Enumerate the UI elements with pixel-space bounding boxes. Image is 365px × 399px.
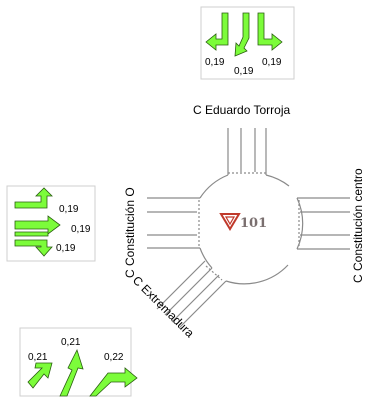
node-number: 101 [240,216,267,231]
flow-value-west-left: 0,19 [59,204,79,215]
turn-right-arrow-icon [89,367,138,397]
street-label-west: C Constitución O [123,187,137,278]
flow-value-west-straight: 0,19 [71,224,91,235]
flow-value-southwest-straight: 0,21 [61,337,81,348]
straight-arrow-icon [59,348,84,397]
flow-value-north-straight: 0,19 [234,66,254,77]
approach-panel-southwest: 0,21 0,21 0,22 [19,327,138,397]
yield-triangle-icon [219,213,241,231]
yield-triangle-inner-icon [224,216,236,226]
straight-down-arrow-icon [234,12,250,57]
flow-value-southwest-right: 0,22 [104,352,124,363]
panel-frame [19,327,132,397]
north-road [227,128,267,175]
roundabout-ring [199,174,304,285]
turn-left-arrow-icon [205,12,229,51]
approach-panel-north: 0,19 0,19 0,19 [200,6,295,80]
street-label-east: C Constitución centro [351,168,365,283]
flow-value-north-right: 0,19 [262,57,282,68]
turn-left-arrow-icon [14,187,53,209]
turn-left-arrow-icon [27,362,53,389]
flow-value-north-left: 0,19 [205,57,225,68]
west-road [147,197,200,249]
flow-value-west-right: 0,19 [56,243,76,254]
straight-right-arrow-icon [14,215,61,237]
approach-panel-west: 0,19 0,19 0,19 [6,185,96,262]
east-road [297,197,350,250]
node-marker: 101 [219,213,267,231]
road-network [147,128,350,328]
turn-right-arrow-icon [14,239,53,257]
street-label-north: C Eduardo Torroja [193,103,290,117]
turn-right-arrow-icon [257,12,283,51]
flow-value-southwest-left: 0,21 [28,352,48,363]
southwest-stop-line [205,265,223,281]
southwest-road [156,260,227,328]
